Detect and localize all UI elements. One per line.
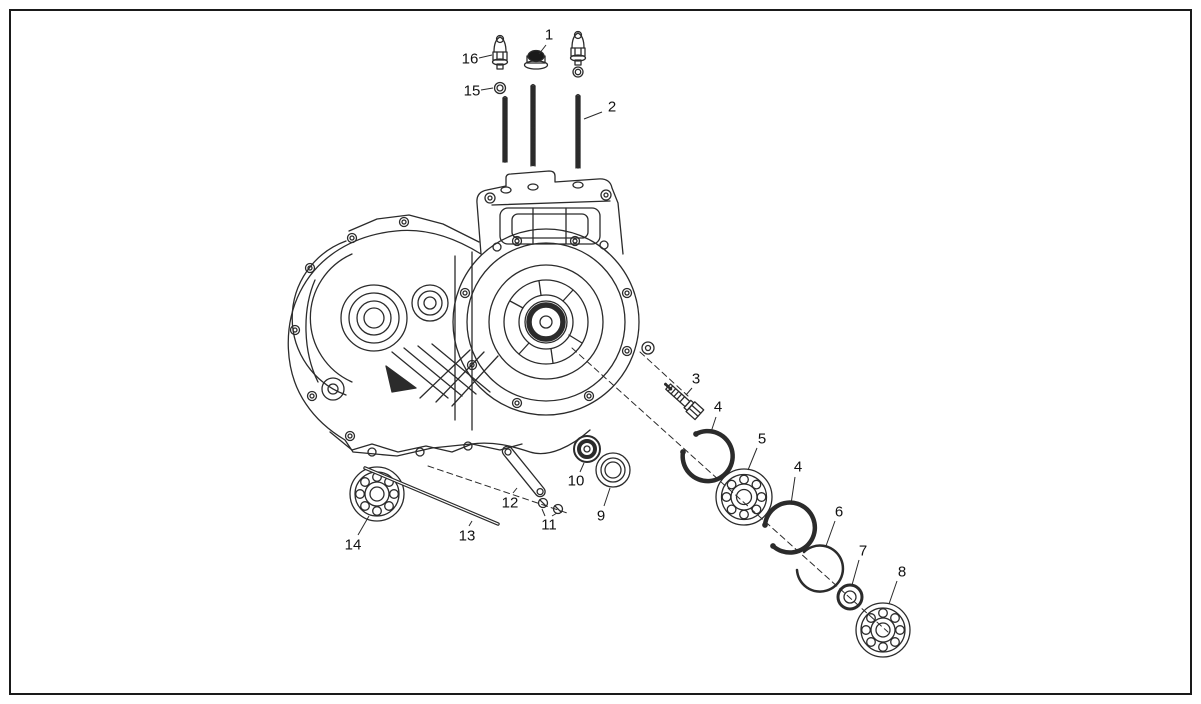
ball-bearing-14 — [349, 466, 405, 522]
callout-7-9: 7 — [859, 543, 867, 560]
callout-9-11: 9 — [597, 508, 605, 525]
leader-line-3 — [685, 387, 693, 396]
callout-8-10: 8 — [898, 564, 906, 581]
callout-12-14: 12 — [502, 495, 519, 512]
leader-line-11 — [541, 508, 546, 517]
breather-fitting-right — [569, 30, 587, 66]
seal-7 — [836, 583, 864, 611]
callout-4-7: 4 — [794, 459, 802, 476]
ball-bearing-5 — [715, 468, 773, 526]
callout-2-3: 2 — [608, 99, 616, 116]
leader-line-5 — [747, 447, 758, 471]
callout-4-5: 4 — [714, 399, 722, 416]
shift-lever-12 — [501, 445, 546, 498]
leader-line-13 — [468, 520, 473, 527]
stud-right-2 — [575, 93, 581, 169]
callout-5-6: 5 — [758, 431, 766, 448]
page-border — [9, 9, 1192, 695]
leader-line-7 — [851, 559, 860, 586]
screws-11 — [537, 497, 564, 515]
leader-line-11 — [551, 512, 558, 517]
leader-line-9 — [603, 487, 611, 507]
leader-line-15 — [480, 87, 494, 91]
callout-3-4: 3 — [692, 371, 700, 388]
callout-6-8: 6 — [835, 504, 843, 521]
crankcase-housing — [287, 170, 655, 457]
circlip-4a — [680, 428, 735, 484]
callout-13-15: 13 — [459, 528, 476, 545]
breather-fitting-16 — [491, 34, 509, 70]
leader-line-16 — [478, 54, 493, 59]
cap-nut-1 — [523, 49, 549, 70]
washer-15 — [493, 81, 507, 95]
bolt-3 — [664, 382, 705, 421]
callout-15-2: 15 — [464, 83, 481, 100]
callout-16-0: 16 — [462, 51, 479, 68]
leader-line-10 — [579, 462, 585, 473]
leader-line-6 — [825, 520, 836, 547]
leader-lines — [357, 44, 898, 605]
leader-line-4 — [710, 416, 717, 433]
leader-line-12 — [512, 487, 518, 494]
callout-11-13: 11 — [541, 517, 557, 534]
axis-dashed-lines — [427, 347, 889, 633]
leader-line-2 — [583, 111, 603, 120]
callout-10-12: 10 — [568, 473, 585, 490]
stud-middle — [530, 83, 536, 167]
callout-14-16: 14 — [345, 537, 362, 554]
callout-1-1: 1 — [545, 27, 553, 44]
leader-line-1 — [538, 44, 547, 55]
seal-cap-10 — [573, 435, 601, 463]
circlip-4b — [762, 500, 818, 555]
seal-ring-9 — [595, 452, 631, 488]
leader-line-4 — [790, 476, 796, 505]
washer-right — [572, 66, 584, 78]
leader-line-14 — [357, 515, 370, 536]
snap-ring-6 — [795, 544, 845, 593]
stud-left — [502, 95, 508, 163]
ball-bearing-8 — [855, 602, 911, 658]
push-rod-13 — [363, 466, 500, 526]
leader-line-8 — [888, 580, 898, 605]
